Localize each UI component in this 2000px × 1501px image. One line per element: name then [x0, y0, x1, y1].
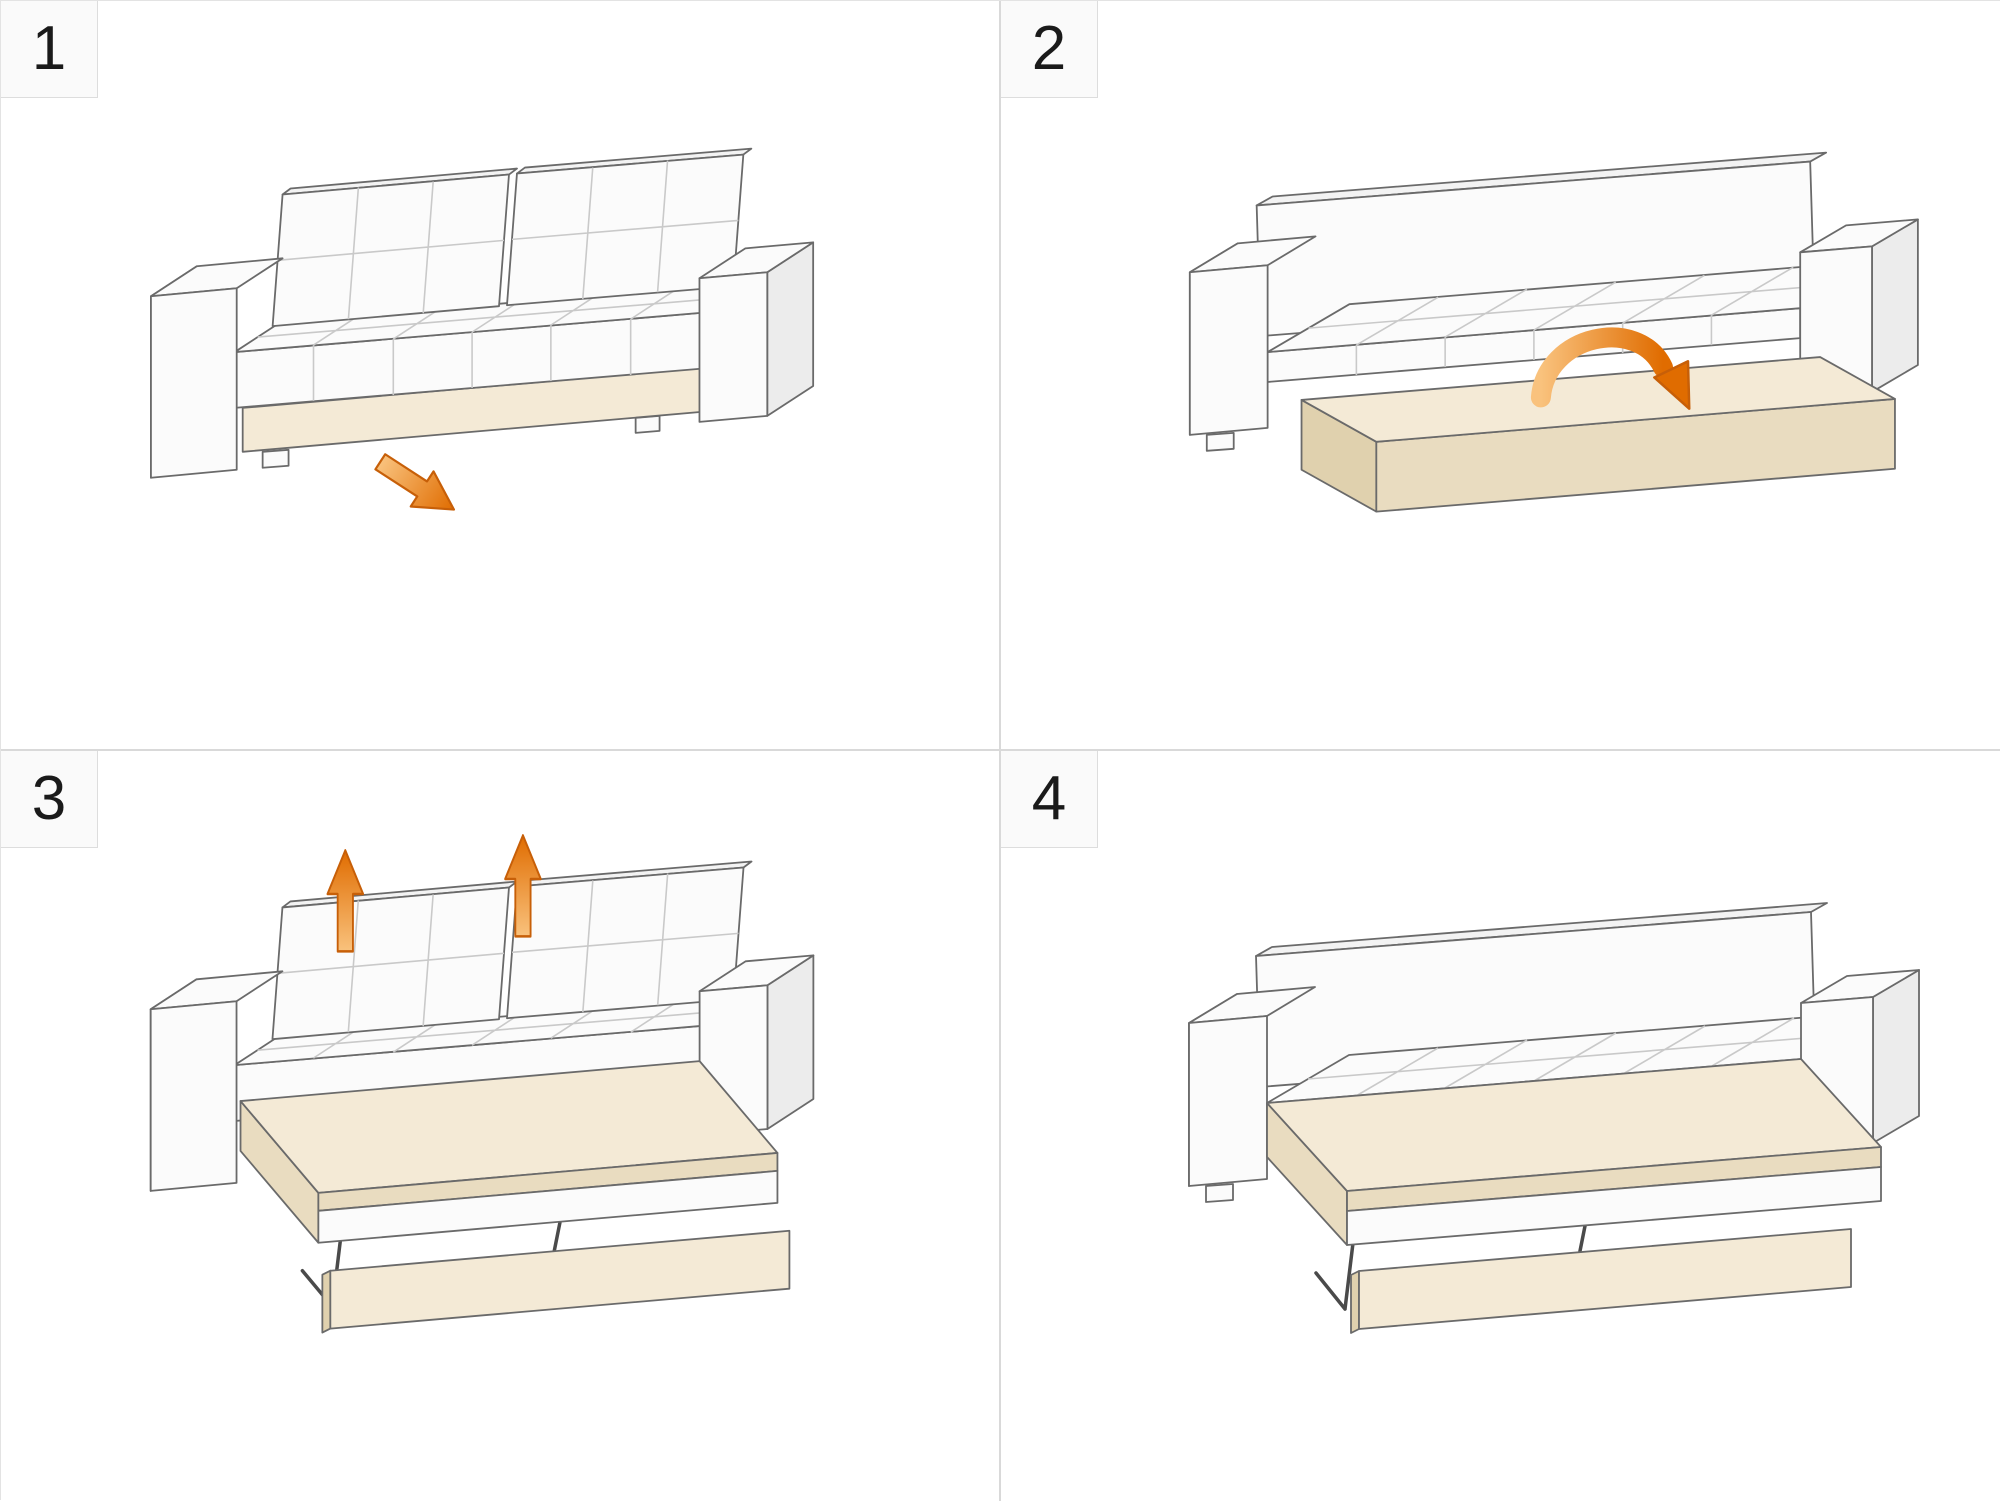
pull-out-arrow-icon — [374, 453, 456, 511]
left-armrest — [1188, 986, 1316, 1203]
bed-frame-and-mattress — [1266, 1058, 1882, 1246]
step-number: 3 — [31, 764, 67, 833]
lift-up-arrow-icon — [326, 849, 365, 953]
sofa-drawer-out-illustration — [1188, 151, 1919, 513]
sofa-closed-illustration — [150, 147, 815, 511]
foot-panel — [1350, 1228, 1852, 1334]
back-cushion-right — [506, 860, 753, 1020]
back-cushion-right — [506, 147, 753, 307]
step-number-badge: 2 — [1001, 1, 1098, 98]
sofa-bed-opening-illustration — [149, 834, 815, 1334]
left-armrest — [149, 970, 284, 1192]
left-armrest — [1188, 235, 1317, 452]
step-number: 4 — [1031, 764, 1067, 833]
pull-out-drawer — [1300, 356, 1896, 513]
back-cushion-left — [271, 167, 518, 328]
step-panel-4: 4 — [1001, 751, 2000, 1501]
left-armrest — [150, 257, 284, 479]
step-number: 1 — [31, 14, 67, 83]
bed-frame-and-mattress — [239, 1060, 779, 1244]
right-armrest — [698, 241, 815, 423]
step-panel-3: 3 — [1, 751, 1001, 1501]
foot-panel — [321, 1229, 791, 1334]
flip-over-arrow-icon — [1530, 327, 1691, 410]
step-number-badge: 4 — [1001, 751, 1098, 848]
step-number-badge: 1 — [1, 1, 98, 98]
sofa-bed-open-illustration — [1188, 902, 1920, 1334]
step-panel-2: 2 — [1001, 1, 2000, 751]
lift-up-arrow-icon — [504, 834, 542, 938]
back-cushion-left — [271, 880, 518, 1041]
step-panel-1: 1 — [1, 1, 1001, 751]
step-number: 2 — [1031, 14, 1067, 83]
step-number-badge: 3 — [1, 751, 98, 848]
